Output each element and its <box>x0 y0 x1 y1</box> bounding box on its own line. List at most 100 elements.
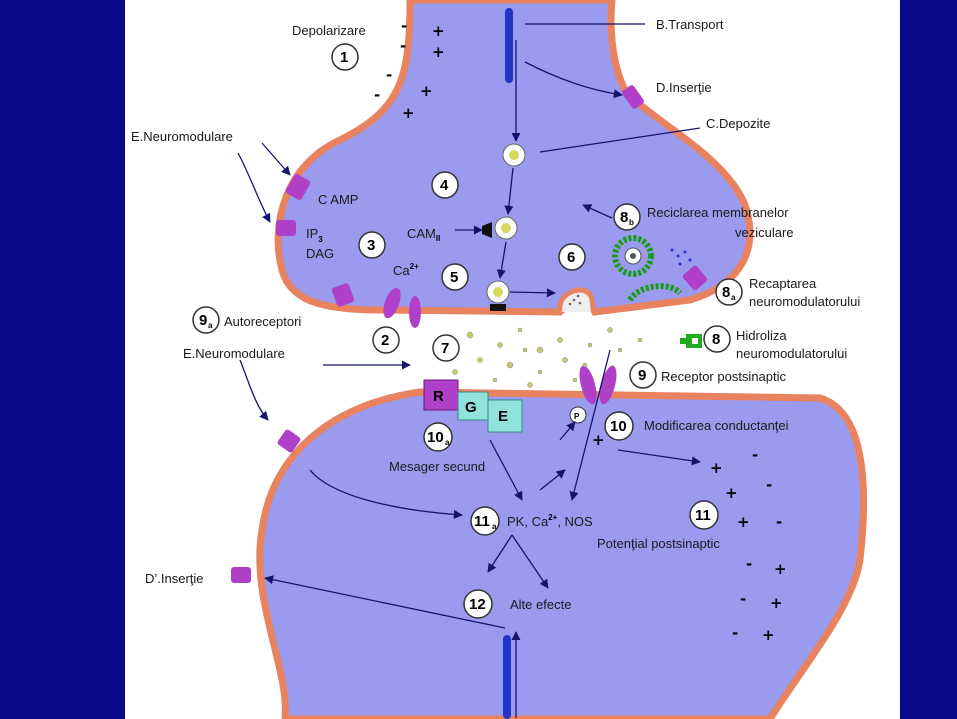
svg-text:+: + <box>710 459 723 477</box>
postsynaptic-cell <box>260 392 864 719</box>
phospho-label: P <box>574 412 580 421</box>
label-c-amp: C AMP <box>318 192 358 207</box>
svg-text:8: 8 <box>722 284 730 301</box>
label-camii: CAMII <box>407 226 440 243</box>
axon-transport-tube-bottom <box>503 635 511 719</box>
axon-transport-tube-top <box>505 8 513 83</box>
left-side-panel <box>0 0 125 719</box>
svg-text:a: a <box>731 293 736 302</box>
label-b-transport: B.Transport <box>656 17 724 32</box>
svg-text:-: - <box>374 86 380 104</box>
svg-text:+: + <box>432 43 445 61</box>
label-modificarea: Modificarea conductanţei <box>644 418 789 433</box>
svg-text:10: 10 <box>427 429 444 446</box>
badge-1: 1 <box>332 44 358 70</box>
svg-text:2: 2 <box>381 332 389 349</box>
label-e-neuromodulare-top: E.Neuromodulare <box>131 129 233 144</box>
label-d-insertie: D.Inserţie <box>656 80 712 95</box>
svg-text:+: + <box>402 104 415 122</box>
svg-text:+: + <box>420 82 433 100</box>
badge-3: 3 <box>359 232 385 258</box>
svg-text:-: - <box>746 555 752 573</box>
svg-text:-: - <box>752 446 758 464</box>
badge-6: 6 <box>559 244 585 270</box>
svg-text:-: - <box>740 590 746 608</box>
svg-text:a: a <box>208 321 213 330</box>
svg-text:a: a <box>445 438 450 447</box>
svg-text:10: 10 <box>610 418 627 435</box>
svg-text:5: 5 <box>450 269 458 286</box>
label-c-depozite: C.Depozite <box>706 116 770 131</box>
badge-5: 5 <box>442 264 468 290</box>
svg-text:11: 11 <box>695 507 711 524</box>
label-reciclarea-2: veziculare <box>735 225 794 240</box>
label-hidroliza-2: neuromodulatorului <box>736 346 847 361</box>
svg-text:-: - <box>400 37 406 55</box>
svg-text:-: - <box>732 624 738 642</box>
label-receptor-postsinaptic: Receptor postsinaptic <box>661 369 787 384</box>
svg-text:7: 7 <box>441 340 449 357</box>
vesicle-3 <box>487 281 509 303</box>
docking-site <box>490 304 506 311</box>
svg-text:-: - <box>766 476 772 494</box>
label-depolarizare: Depolarizare <box>292 23 366 38</box>
badge-9: 9 <box>630 362 656 388</box>
svg-text:+: + <box>774 560 787 578</box>
badge-4: 4 <box>432 172 458 198</box>
label-hidroliza-1: Hidroliza <box>736 328 787 343</box>
svg-text:6: 6 <box>567 249 575 266</box>
svg-text:-: - <box>386 66 392 84</box>
effector-e-label: E <box>498 408 508 425</box>
label-dag: DAG <box>306 246 334 261</box>
svg-text:3: 3 <box>367 237 375 254</box>
label-potential: Potenţial postsinaptic <box>597 536 720 551</box>
svg-text:9: 9 <box>199 312 207 329</box>
svg-text:-: - <box>776 513 782 531</box>
label-recaptarea-2: neuromodulatorului <box>749 294 860 309</box>
label-alte-efecte: Alte efecte <box>510 597 571 612</box>
badge-10: 10 <box>605 412 633 440</box>
svg-text:1: 1 <box>340 49 348 66</box>
vesicle-2 <box>495 217 517 239</box>
svg-text:-: - <box>401 17 407 35</box>
receptor-ip3 <box>276 220 296 236</box>
svg-text:8: 8 <box>712 331 720 348</box>
svg-text:12: 12 <box>469 596 486 613</box>
svg-text:+: + <box>770 594 783 612</box>
vesicle-1 <box>503 144 525 166</box>
label-reciclarea-1: Reciclarea membranelor <box>647 205 789 220</box>
badge-12: 12 <box>464 590 492 618</box>
receptor-d-prime-insertie <box>231 567 251 583</box>
exocytosis-vesicle <box>560 290 595 312</box>
svg-text:+: + <box>592 431 605 449</box>
svg-text:4: 4 <box>440 177 449 194</box>
svg-text:9: 9 <box>638 367 646 384</box>
badge-11: 11 <box>690 501 718 529</box>
svg-text:+: + <box>762 626 775 644</box>
svg-text:+: + <box>432 22 445 40</box>
badge-2: 2 <box>373 327 399 353</box>
svg-text:b: b <box>629 218 634 227</box>
svg-text:11: 11 <box>474 513 490 530</box>
svg-text:a: a <box>492 522 497 531</box>
label-autoreceptori: Autoreceptori <box>224 314 301 329</box>
badge-7: 7 <box>433 335 459 361</box>
label-e-neuromodulare-mid: E.Neuromodulare <box>183 346 285 361</box>
label-d-prime-insertie: D’.Inserţie <box>145 571 204 586</box>
label-recaptarea-1: Recaptarea <box>749 276 817 291</box>
svg-text:+: + <box>725 484 738 502</box>
receptor-r-label: R <box>433 388 444 405</box>
svg-text:8: 8 <box>620 209 628 226</box>
svg-text:+: + <box>737 513 750 531</box>
right-side-panel <box>900 0 957 719</box>
hydrolysis-enzyme <box>680 334 702 348</box>
autoreceptor-2 <box>409 296 421 328</box>
badge-8: 8 <box>704 326 730 352</box>
